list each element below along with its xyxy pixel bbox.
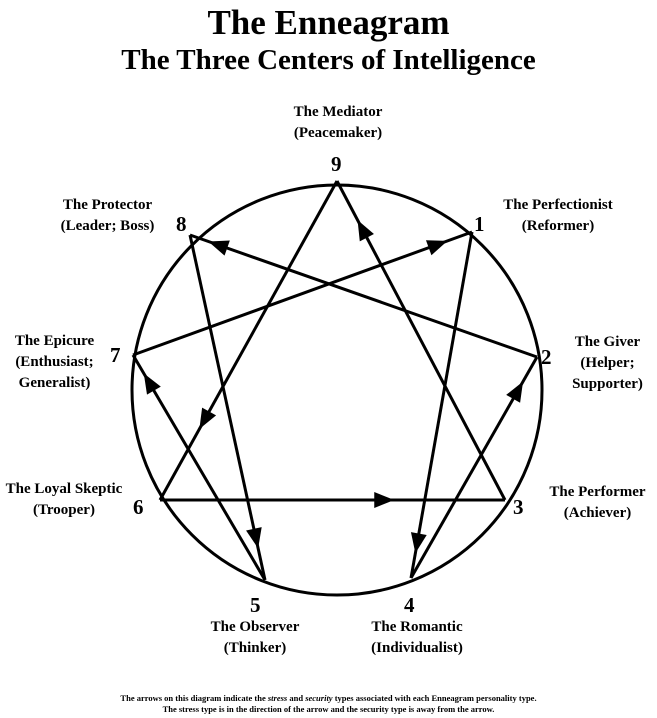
type-3-number: 3 (513, 495, 524, 519)
type-5-number: 5 (250, 593, 261, 617)
arrowhead-2-to-8-icon (208, 240, 230, 256)
arrowhead-9-to-6-icon (199, 407, 217, 429)
line-7-to-1 (132, 230, 473, 357)
arrowhead-1-to-4-icon (410, 532, 427, 554)
arrowhead-8-to-5-icon (246, 527, 262, 549)
arrowhead-6-to-3-icon (374, 492, 395, 508)
type-2-label: The Giver(Helper;Supporter) (572, 334, 643, 392)
type-6-number: 6 (133, 495, 144, 519)
type-1-number: 1 (474, 212, 485, 236)
type-8-label: The Protector(Leader; Boss) (60, 197, 155, 234)
line-1-to-4 (409, 231, 474, 579)
type-7-number: 7 (110, 343, 121, 367)
line-9-to-6 (158, 180, 339, 501)
type-7-label: The Epicure(Enthusiast;Generalist) (14, 333, 95, 391)
arrowhead-7-to-1-icon (425, 240, 448, 256)
line-8-to-5 (188, 234, 267, 581)
type-6-label: The Loyal Skeptic(Trooper) (5, 481, 123, 518)
type-1-label: The Perfectionist(Reformer) (503, 197, 613, 234)
page-title: The Enneagram (207, 3, 450, 42)
type-4-label: The Romantic(Individualist) (371, 619, 463, 656)
type-5-label: The Observer(Thinker) (210, 619, 300, 656)
type-4-number: 4 (404, 593, 415, 617)
enneagram-circle (130, 183, 544, 597)
arrowhead-5-to-7-icon (143, 373, 161, 395)
arrowhead-3-to-9-icon (357, 220, 374, 242)
arrowhead-4-to-2-icon (506, 381, 524, 403)
type-3-label: The Performer(Achiever) (549, 484, 646, 521)
type-9-number: 9 (331, 152, 342, 176)
line-5-to-7 (131, 354, 267, 581)
line-2-to-8 (189, 233, 538, 359)
type-2-number: 2 (541, 345, 552, 369)
type-9-label: The Mediator(Peacemaker) (293, 104, 383, 141)
footer-note: The arrows on this diagram indicate the … (120, 693, 537, 714)
page-subtitle: The Three Centers of Intelligence (121, 44, 536, 76)
type-8-number: 8 (176, 212, 187, 236)
